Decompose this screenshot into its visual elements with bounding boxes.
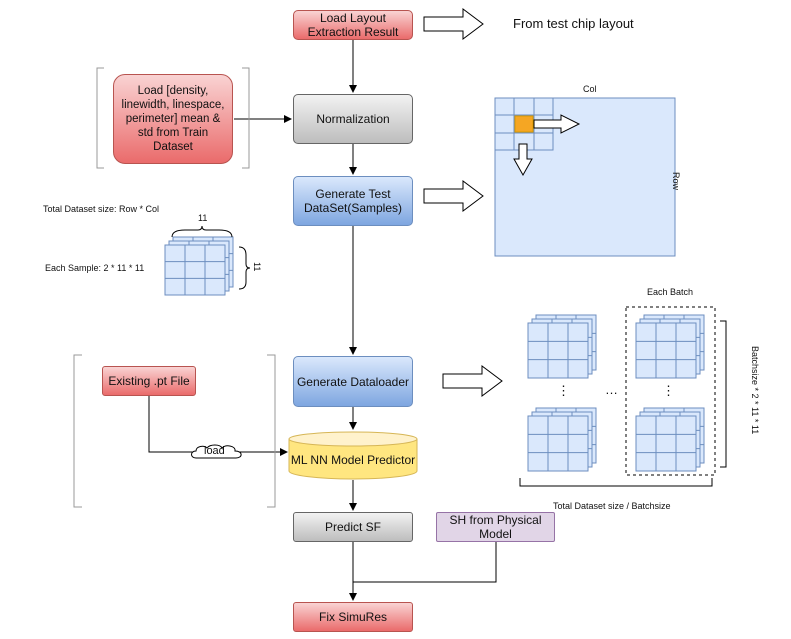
batch-stacks xyxy=(527,314,705,472)
eleven-side-label: 11 xyxy=(252,262,262,272)
load-label: load xyxy=(204,445,225,457)
grid-layer xyxy=(527,415,589,472)
from-chip-label: From test chip layout xyxy=(513,16,634,31)
total-batch-label: Total Dataset size / Batchsize xyxy=(553,501,671,511)
batch-grid-top-right xyxy=(635,314,705,379)
row-label: Row xyxy=(671,172,681,191)
sample-grid xyxy=(164,236,234,296)
grid-layer xyxy=(164,244,226,296)
dots-horizontal: … xyxy=(605,382,618,397)
fix-simures-node[interactable]: Fix SimuRes xyxy=(293,602,413,632)
cloud-shape xyxy=(191,444,242,459)
sample-stack xyxy=(164,236,234,296)
slide-right-arrow xyxy=(533,114,581,134)
predict-sf-node[interactable]: Predict SF xyxy=(293,512,413,542)
brace-side-11 xyxy=(238,246,251,290)
each-sample-label: Each Sample: 2 * 11 * 11 xyxy=(45,263,145,273)
total-size-label: Total Dataset size: Row * Col xyxy=(43,204,160,214)
sliding-window-grid xyxy=(494,97,554,151)
grid-layer xyxy=(635,322,697,379)
sh-physical-node[interactable]: SH from Physical Model xyxy=(436,512,555,542)
grid-layer xyxy=(527,322,589,379)
block-arrow-top xyxy=(423,8,484,40)
cylinder-shape xyxy=(288,431,418,480)
generate-dataloader-node[interactable]: Generate Dataloader xyxy=(293,356,413,407)
load-layout-node[interactable]: Load Layout Extraction Result xyxy=(293,10,413,40)
current-cell xyxy=(514,115,534,133)
bracket-right-top xyxy=(242,67,250,169)
block-arrow-mid xyxy=(423,180,484,212)
batch-grid-top-left xyxy=(527,314,597,379)
bracket-left-bottom xyxy=(73,354,82,508)
predictor-node[interactable]: ML NN Model Predictor xyxy=(288,431,418,480)
existing-pt-node[interactable]: Existing .pt File xyxy=(102,366,196,396)
dots-vertical-right: ⋮ xyxy=(662,383,675,398)
batchsize-label: Batchsize * 2 * 11 * 11 xyxy=(750,346,760,435)
load-cloud: load xyxy=(188,443,246,461)
predictor-label: ML NN Model Predictor xyxy=(290,453,416,467)
normalization-node[interactable]: Normalization xyxy=(293,94,413,144)
brace-top-11 xyxy=(171,225,233,238)
each-batch-box xyxy=(625,306,716,476)
each-batch-label: Each Batch xyxy=(647,287,694,297)
total-batch-bracket xyxy=(519,478,713,487)
slide-down-arrow xyxy=(513,143,533,177)
chip-area xyxy=(494,97,676,257)
eleven-top-label: 11 xyxy=(198,213,208,223)
batch-bracket xyxy=(720,320,727,468)
batch-grid-bottom-right xyxy=(635,407,705,472)
bracket-left-top xyxy=(96,67,104,169)
edge-pt-to-predictor xyxy=(148,396,288,456)
batch-grid-bottom-left xyxy=(527,407,597,472)
edge-sh-to-fix xyxy=(353,542,497,583)
bracket-right-bottom xyxy=(267,354,276,508)
dots-vertical-left: ⋮ xyxy=(557,383,570,398)
col-label: Col xyxy=(583,84,597,94)
grid-layer xyxy=(635,415,697,472)
generate-test-node[interactable]: Generate Test DataSet(Samples) xyxy=(293,176,413,226)
load-stats-node[interactable]: Load [density, linewidth, linespace, per… xyxy=(113,74,233,164)
block-arrow-bottom xyxy=(442,365,503,397)
